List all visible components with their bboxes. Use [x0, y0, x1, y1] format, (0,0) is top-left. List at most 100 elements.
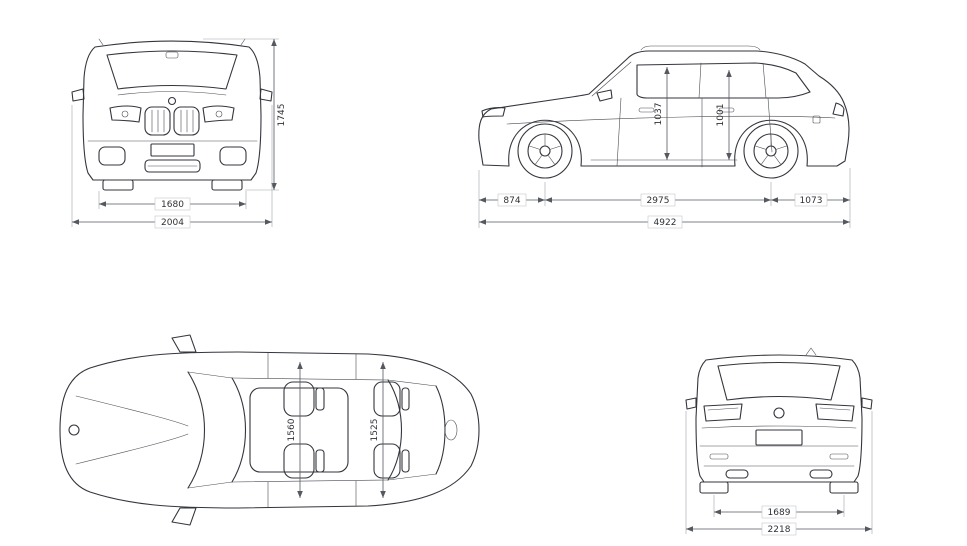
track-width-label-box: [154, 197, 191, 211]
rear-seats: [373, 381, 410, 479]
license-plate: [755, 429, 803, 446]
tailgate-seam: [701, 425, 857, 429]
center-intake: [144, 159, 201, 173]
rearview-mirror: [165, 51, 179, 59]
side-view-diagram: 1037 1001 874 2975 1073 4922: [478, 45, 851, 229]
taillight-details: [707, 407, 851, 411]
overall-length-label: 4922: [654, 218, 677, 228]
roof-front-edge: [231, 377, 246, 483]
body-outline: [478, 50, 850, 167]
rear-overhang-label-box: [794, 193, 828, 207]
overall-width-mirrors-label: 2218: [768, 525, 791, 535]
side-view-car: [478, 45, 850, 179]
dimension-overall-height: 1745: [203, 38, 287, 191]
windshield: [106, 50, 238, 90]
fuel-door: [812, 115, 821, 124]
kidney-grille-right: [173, 106, 200, 136]
front-view-diagram: 1745 1680 2004: [71, 38, 287, 229]
overall-width-label: 2004: [161, 218, 184, 228]
roof-side-edges: [231, 377, 389, 483]
front-wheel-right: [211, 179, 243, 191]
overall-height-label: 1745: [277, 104, 287, 127]
rear-view-diagram: 1689 2218: [685, 347, 873, 536]
mirror-top-icon: [171, 334, 197, 353]
tailgate-edge: [435, 385, 446, 475]
door-lines: [616, 97, 773, 168]
dimension-overall-length: 4922: [479, 215, 850, 229]
front-wheel: [517, 123, 573, 179]
dimension-overall-width: 2004: [71, 105, 273, 229]
bmw-roundel-icon: [68, 424, 80, 436]
body-outline: [695, 354, 863, 483]
dimension-rear-track: 1689: [713, 495, 845, 519]
front-interior-width-label: 1560: [287, 418, 297, 441]
exhaust-right: [809, 469, 833, 479]
track-width-label: 1680: [161, 200, 184, 210]
dimension-wheelbase: 2975: [545, 193, 771, 207]
rear-interior-height-label: 1001: [716, 104, 726, 127]
rear-window: [717, 361, 841, 401]
hood-lines: [75, 395, 189, 465]
front-interior-height-label: 1037: [654, 103, 664, 126]
antenna-fin-icon: [805, 347, 817, 356]
overall-width-mirrors-label-box: [761, 522, 797, 536]
reflector-left: [709, 453, 729, 460]
rear-wheel-left: [699, 481, 729, 494]
mirror-left-icon: [685, 397, 697, 410]
side-mirror-icon: [596, 89, 613, 102]
rear-window-edge: [387, 379, 402, 481]
reflector-right: [829, 453, 849, 460]
rear-overhang-label: 1073: [800, 196, 823, 206]
taillight: [832, 102, 845, 117]
roof-rails: [98, 38, 246, 46]
headlight-left-lens: [121, 110, 129, 118]
front-wheel-left: [102, 179, 134, 191]
wheelbase-label: 2975: [647, 196, 670, 206]
rear-wheel: [743, 123, 799, 179]
top-view-diagram: 1560 1525: [59, 334, 480, 526]
overall-width-label-box: [154, 215, 191, 229]
rear-interior-width-label: 1525: [370, 419, 380, 442]
headlight-right-lens: [215, 110, 223, 118]
side-mirror-right-icon: [259, 88, 273, 102]
mirror-right-icon: [861, 397, 873, 410]
taillight-right: [815, 403, 855, 422]
overall-length-label-box: [647, 215, 683, 229]
dimension-track-width: 1680: [98, 191, 247, 211]
character-line: [506, 115, 836, 125]
kidney-grille-left: [144, 106, 171, 136]
dimension-rear-interior-width: 1525: [370, 362, 386, 498]
rear-view-car: [685, 347, 873, 494]
dimension-front-overhang: 874: [479, 193, 545, 207]
pillar-lines: [698, 62, 767, 99]
d-pillars: [387, 379, 437, 481]
dimension-front-interior-height: 1037: [654, 67, 670, 160]
front-overhang-label: 874: [503, 196, 520, 206]
mirror-bottom-icon: [171, 507, 197, 526]
door-cut-lines: [267, 352, 357, 508]
wheelbase-label-box: [640, 193, 676, 207]
exhaust-left: [725, 469, 749, 479]
front-view-car: [71, 38, 273, 191]
taillight-left: [703, 403, 743, 422]
headlight-left: [109, 105, 142, 123]
headlight: [481, 107, 506, 118]
air-intake-left: [98, 146, 126, 166]
dimension-front-interior-width: 1560: [287, 362, 303, 498]
bmw-roundel-icon: [167, 96, 177, 106]
cargo-detail: [444, 419, 458, 441]
body-outline: [82, 40, 262, 181]
air-intake-right: [219, 146, 247, 166]
dimension-overall-width-mirrors: 2218: [685, 411, 873, 536]
grille-slats: [151, 109, 194, 133]
body-outline: [59, 351, 480, 509]
bmw-roundel-icon: [773, 407, 785, 419]
license-plate: [150, 143, 195, 157]
headlight-right: [202, 105, 235, 123]
rear-wheel-right: [829, 481, 859, 494]
rear-track-label-box: [761, 505, 797, 519]
dimension-rear-overhang: 1073: [771, 193, 850, 207]
windshield-line: [591, 61, 632, 97]
sunroof: [249, 387, 349, 473]
